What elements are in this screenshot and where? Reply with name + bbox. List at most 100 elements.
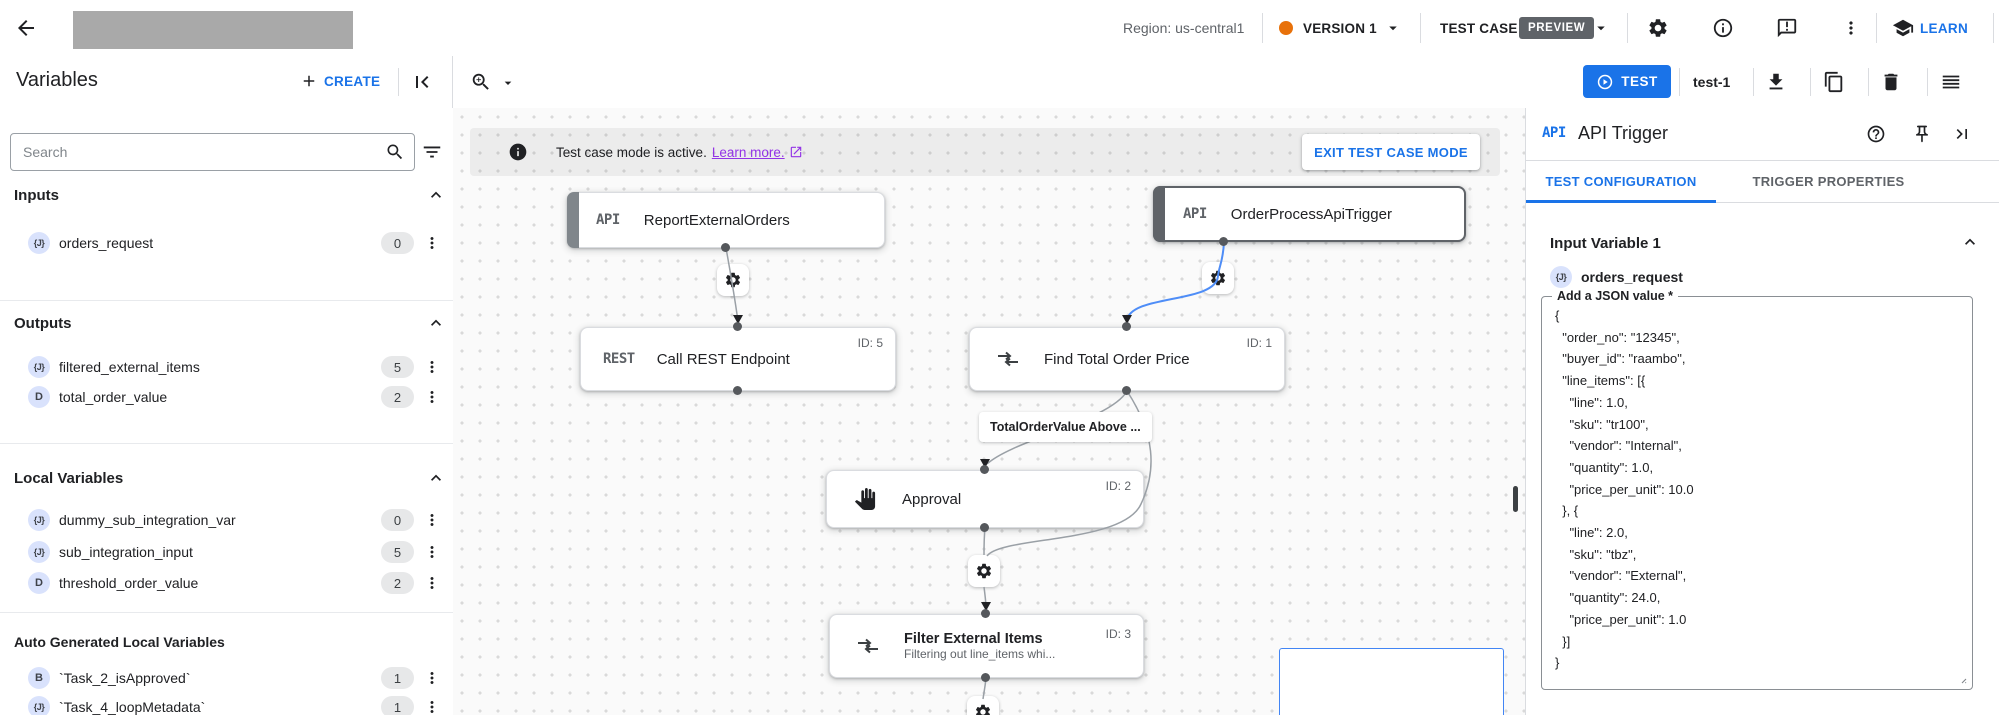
- trigger-accent-bar: [1153, 186, 1165, 242]
- collapse-left-icon: [410, 70, 434, 94]
- zoom-control[interactable]: [470, 71, 492, 93]
- usage-count-badge: 5: [381, 541, 414, 563]
- version-selector[interactable]: VERSION 1: [1303, 21, 1377, 36]
- learn-more-link[interactable]: Learn more.: [711, 144, 785, 160]
- duplicate-button[interactable]: [1823, 71, 1845, 93]
- back-button[interactable]: [14, 16, 38, 40]
- chevron-up-icon[interactable]: [426, 313, 446, 333]
- test-button[interactable]: TEST: [1583, 65, 1671, 98]
- connection-port[interactable]: [733, 386, 742, 395]
- tab-trigger-properties[interactable]: TRIGGER PROPERTIES: [1752, 173, 1905, 189]
- edge-settings-chip[interactable]: [968, 555, 1000, 587]
- more-vert-icon[interactable]: [423, 511, 441, 529]
- variable-row[interactable]: {J} orders_request 0: [0, 228, 453, 258]
- connection-port[interactable]: [981, 609, 990, 618]
- edge-settings-chip[interactable]: [967, 696, 999, 715]
- integration-canvas[interactable]: Test case mode is active. Learn more. EX…: [453, 108, 1525, 715]
- back-arrow-icon: [14, 16, 38, 40]
- task-node-call-rest-endpoint[interactable]: REST Call REST Endpoint ID: 5: [580, 327, 896, 391]
- variable-row: {J} orders_request: [1550, 266, 1683, 288]
- connection-port[interactable]: [980, 523, 989, 532]
- pin-panel-button[interactable]: [1912, 124, 1932, 144]
- learn-label[interactable]: LEARN: [1920, 21, 1968, 36]
- usage-count-badge: 2: [381, 386, 414, 408]
- variable-row[interactable]: B `Task_2_isApproved` 1: [0, 663, 453, 693]
- delete-button[interactable]: [1880, 71, 1902, 93]
- variable-name: dummy_sub_integration_var: [59, 512, 236, 528]
- copy-icon: [1823, 71, 1845, 93]
- sort-variables-button[interactable]: [421, 141, 443, 163]
- section-header-outputs[interactable]: Outputs: [14, 311, 446, 335]
- note-box[interactable]: [1279, 648, 1504, 715]
- variable-row[interactable]: {J} sub_integration_input 5: [0, 537, 453, 567]
- variable-row[interactable]: {J} dummy_sub_integration_var 0: [0, 505, 453, 535]
- panel-resize-grip[interactable]: [1513, 486, 1518, 512]
- collapse-section-button[interactable]: [1960, 232, 1980, 252]
- more-vert-icon[interactable]: [423, 669, 441, 687]
- more-vert-icon[interactable]: [423, 543, 441, 561]
- section-header-auto-generated[interactable]: Auto Generated Local Variables: [14, 630, 446, 654]
- more-vert-icon[interactable]: [423, 358, 441, 376]
- section-header-local-variables[interactable]: Local Variables: [14, 466, 446, 490]
- feedback-button[interactable]: [1776, 17, 1798, 39]
- download-icon: [1765, 71, 1787, 93]
- more-vert-icon[interactable]: [423, 574, 441, 592]
- exit-test-case-mode-button[interactable]: EXIT TEST CASE MODE: [1302, 134, 1480, 170]
- connection-port[interactable]: [733, 322, 742, 331]
- tab-test-configuration[interactable]: TEST CONFIGURATION: [1526, 160, 1716, 203]
- download-button[interactable]: [1765, 71, 1787, 93]
- learn-button[interactable]: [1892, 17, 1914, 39]
- connection-port[interactable]: [980, 465, 989, 474]
- test-case-name[interactable]: test-1: [1693, 74, 1731, 90]
- create-variable-button[interactable]: CREATE: [300, 72, 380, 90]
- task-node-filter-external-items[interactable]: Filter External Items Filtering out line…: [829, 614, 1144, 678]
- chevron-up-icon[interactable]: [426, 468, 446, 488]
- variable-name: `Task_2_isApproved`: [59, 670, 191, 686]
- task-node-approval[interactable]: Approval ID: 2: [826, 470, 1144, 528]
- data-mapping-icon: [856, 634, 880, 658]
- more-vert-icon[interactable]: [423, 234, 441, 252]
- connection-port[interactable]: [1122, 386, 1131, 395]
- connection-port[interactable]: [721, 243, 730, 252]
- search-input[interactable]: [10, 133, 415, 171]
- test-case-menu-button[interactable]: [1940, 71, 1962, 93]
- section-header-inputs[interactable]: Inputs: [14, 183, 446, 207]
- test-case-caret-icon[interactable]: [1592, 19, 1610, 37]
- settings-button[interactable]: [1647, 17, 1669, 39]
- task-node-find-total-order-price[interactable]: Find Total Order Price ID: 1: [969, 327, 1285, 391]
- more-options-button[interactable]: [1841, 18, 1861, 38]
- divider: [1753, 68, 1754, 96]
- variables-sidebar: Inputs {J} orders_request 0 Outputs {J} …: [0, 108, 454, 715]
- trigger-node-order-process-api-trigger[interactable]: API OrderProcessApiTrigger: [1153, 186, 1466, 242]
- zoom-caret-icon[interactable]: [500, 75, 516, 91]
- variable-row[interactable]: D threshold_order_value 2: [0, 568, 453, 598]
- json-type-icon: {J}: [1550, 266, 1572, 288]
- info-button[interactable]: [1712, 17, 1734, 39]
- collapse-panel-button[interactable]: [1952, 124, 1972, 144]
- edge-settings-chip[interactable]: [717, 264, 749, 296]
- edge-settings-chip[interactable]: [1202, 262, 1234, 294]
- top-app-bar: Region: us-central1 VERSION 1 TEST CASE …: [0, 0, 1999, 57]
- json-value-field: Add a JSON value * { "order_no": "12345"…: [1541, 289, 1973, 690]
- collapse-sidebar-button[interactable]: [410, 70, 434, 94]
- more-vert-icon[interactable]: [423, 698, 441, 715]
- data-mapping-icon: [996, 347, 1020, 371]
- connection-port[interactable]: [1219, 237, 1228, 246]
- variable-row[interactable]: D total_order_value 2: [0, 382, 453, 412]
- json-value-input[interactable]: { "order_no": "12345", "buyer_id": "raam…: [1555, 308, 1694, 671]
- variable-name: total_order_value: [59, 389, 168, 405]
- connection-port[interactable]: [981, 673, 990, 682]
- preview-badge[interactable]: PREVIEW: [1519, 17, 1595, 39]
- version-caret-icon[interactable]: [1384, 19, 1402, 37]
- variable-row[interactable]: {J} `Task_4_loopMetadata` 1: [0, 692, 453, 715]
- variable-row[interactable]: {J} filtered_external_items 5: [0, 352, 453, 382]
- chevron-up-icon[interactable]: [426, 185, 446, 205]
- trigger-node-report-external-orders[interactable]: API ReportExternalOrders: [567, 192, 885, 248]
- help-button[interactable]: [1866, 124, 1886, 144]
- edge-condition-label[interactable]: TotalOrderValue Above ...: [979, 412, 1152, 442]
- resize-handle-icon[interactable]: [1952, 669, 1968, 685]
- connection-port[interactable]: [1122, 322, 1131, 331]
- divider: [0, 612, 453, 613]
- more-vert-icon[interactable]: [423, 388, 441, 406]
